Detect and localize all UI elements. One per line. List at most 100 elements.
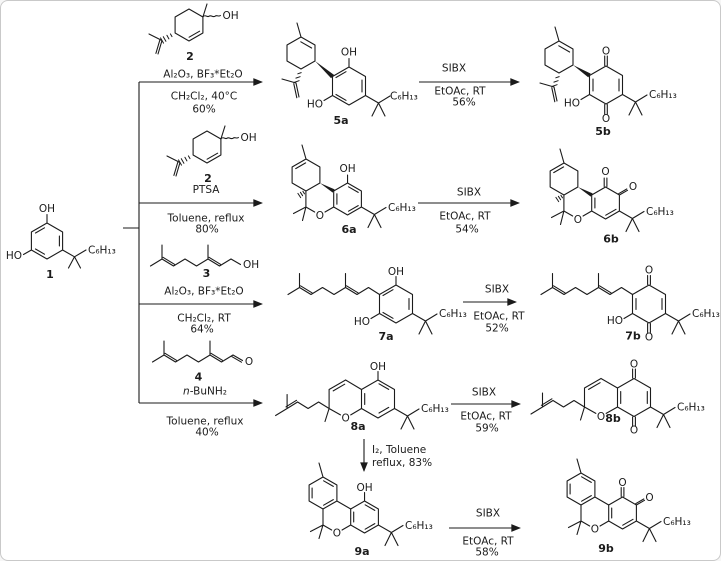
sibx4-reagent: SIBX	[472, 387, 496, 399]
bonds-1	[22, 213, 87, 269]
bonds-5b	[539, 26, 648, 116]
atom-hexyl: C₆H₁₃	[649, 89, 677, 101]
structure-2-copy	[166, 125, 258, 186]
atom-oh: OH	[356, 482, 372, 494]
bonds-6b	[549, 148, 645, 233]
bonds-8a	[275, 370, 420, 430]
sibx5-solvent: EtOAc, RT	[462, 536, 514, 548]
bonds-3	[149, 244, 242, 267]
atom-ho: HO	[607, 315, 623, 327]
reaction-arrows	[123, 78, 521, 532]
compound-label-6a: 6a	[341, 223, 356, 236]
atom-hexyl: C₆H₁₃	[421, 403, 449, 415]
structure-8a: OH O C₆H₁₃ 8a	[275, 361, 449, 433]
wedge-bond-5a	[315, 61, 334, 79]
atom-o: O	[629, 181, 637, 193]
hash-bond-5a	[293, 72, 302, 83]
structure-6b: O O O C₆H₁₃ 6b	[549, 148, 674, 246]
atom-oh: OH	[370, 361, 386, 373]
bonds-4	[151, 340, 244, 363]
branch4-solvent: Toluene, reflux	[166, 416, 244, 428]
atom-o: O	[645, 492, 653, 504]
atom-o: O	[645, 332, 653, 344]
atom-oh: OH	[388, 266, 404, 278]
sibx1-reagent: SIBX	[442, 63, 466, 75]
compound-label-4: 4	[195, 371, 203, 384]
structure-2: OH 2	[148, 3, 239, 63]
atom-o: O	[591, 524, 599, 536]
sibx5-reagent: SIBX	[476, 508, 500, 520]
atom-o: O	[341, 413, 349, 425]
atom-oh: OH	[39, 203, 55, 215]
compound-label-5a: 5a	[333, 114, 348, 127]
atom-o: O	[618, 477, 626, 489]
atom-hexyl: C₆H₁₃	[663, 516, 691, 528]
atom-hexyl: C₆H₁₃	[677, 402, 705, 414]
atom-o: O	[630, 359, 638, 371]
branch2-reagents: PTSA	[193, 184, 221, 196]
structure-5a: OH HO C₆H₁₃ 5a	[281, 22, 418, 127]
compound-label-7b: 7b	[625, 330, 641, 343]
structure-1: OH HO C₆H₁₃ 1	[6, 203, 116, 281]
sibx1-yield: 56%	[452, 97, 475, 109]
sibx2-reagent: SIBX	[457, 187, 481, 199]
structure-8b: O O O C₆H₁₃ 8b	[530, 359, 705, 437]
atom-o: O	[602, 46, 610, 58]
structure-9a: OH O C₆H₁₃ 9a	[308, 462, 433, 558]
atom-oh: OH	[339, 163, 355, 175]
bonds-6a	[291, 144, 387, 229]
branch4-reagent-rest: -BuNH₂	[190, 386, 227, 398]
atom-hexyl: C₆H₁₃	[390, 91, 418, 103]
compound-label-1: 1	[46, 268, 54, 281]
atom-hexyl: C₆H₁₃	[439, 308, 467, 320]
atom-ho: HO	[564, 98, 580, 110]
bonds-8b	[530, 368, 676, 429]
compound-label-7a: 7a	[378, 330, 393, 343]
hash-bond-6a	[297, 190, 305, 199]
branch3-reagents: Al₂O₃, BF₃*Et₂O	[164, 286, 243, 298]
compound-label-2: 2	[186, 50, 194, 63]
branch1-yield: 60%	[192, 104, 215, 116]
bonds-2	[148, 3, 208, 55]
atom-o: O	[601, 166, 609, 178]
atom-oh: OH	[243, 259, 259, 271]
bonds-7a	[287, 272, 438, 335]
bonds-9b	[566, 458, 662, 543]
branch3-solvent: CH₂Cl₂, RT	[177, 313, 231, 325]
hash-bond-2	[160, 33, 173, 44]
wedge-bond-6a	[319, 183, 335, 193]
atom-hexyl: C₆H₁₃	[646, 206, 674, 218]
atom-oh: OH	[223, 10, 239, 22]
atom-ho: HO	[354, 316, 370, 328]
branch1-solvent: CH₂Cl₂, 40°C	[171, 91, 238, 103]
sibx4-solvent: EtOAc, RT	[460, 411, 512, 423]
atom-o: O	[574, 214, 582, 226]
structure-4: O 4	[151, 340, 253, 384]
branch1-reagents: Al₂O₃, BF₃*Et₂O	[163, 69, 242, 81]
bonds-7b	[540, 272, 691, 335]
bonds-5a	[281, 22, 391, 117]
atom-o: O	[602, 113, 610, 125]
atom-hexyl: C₆H₁₃	[388, 202, 416, 214]
branch3-yield: 64%	[190, 324, 213, 336]
wedge-bond-6b	[577, 187, 593, 197]
branch2-solvent: Toluene, reflux	[167, 213, 245, 225]
sibx1-solvent: EtOAc, RT	[434, 86, 486, 98]
squiggle-bond-2	[202, 14, 221, 18]
branch4-reagent-italic-n: n	[183, 386, 190, 398]
branch2-yield: 80%	[195, 224, 218, 236]
atom-o: O	[333, 528, 341, 540]
compound-label-8a: 8a	[350, 420, 365, 433]
atom-o: O	[645, 265, 653, 277]
condition-texts: Al₂O₃, BF₃*Et₂O CH₂Cl₂, 40°C 60% PTSA To…	[163, 63, 525, 559]
atom-ho: HO	[307, 99, 323, 111]
atom-hexyl: C₆H₁₃	[405, 520, 433, 532]
sibx3-solvent: EtOAc, RT	[473, 311, 525, 323]
cyclization-conditions-line2: reflux, 83%	[372, 457, 432, 469]
atom-hexyl: C₆H₁₃	[88, 245, 116, 257]
compound-label-9b: 9b	[598, 542, 614, 555]
sibx2-yield: 54%	[455, 224, 478, 236]
wedge-bond-5b	[573, 65, 591, 78]
